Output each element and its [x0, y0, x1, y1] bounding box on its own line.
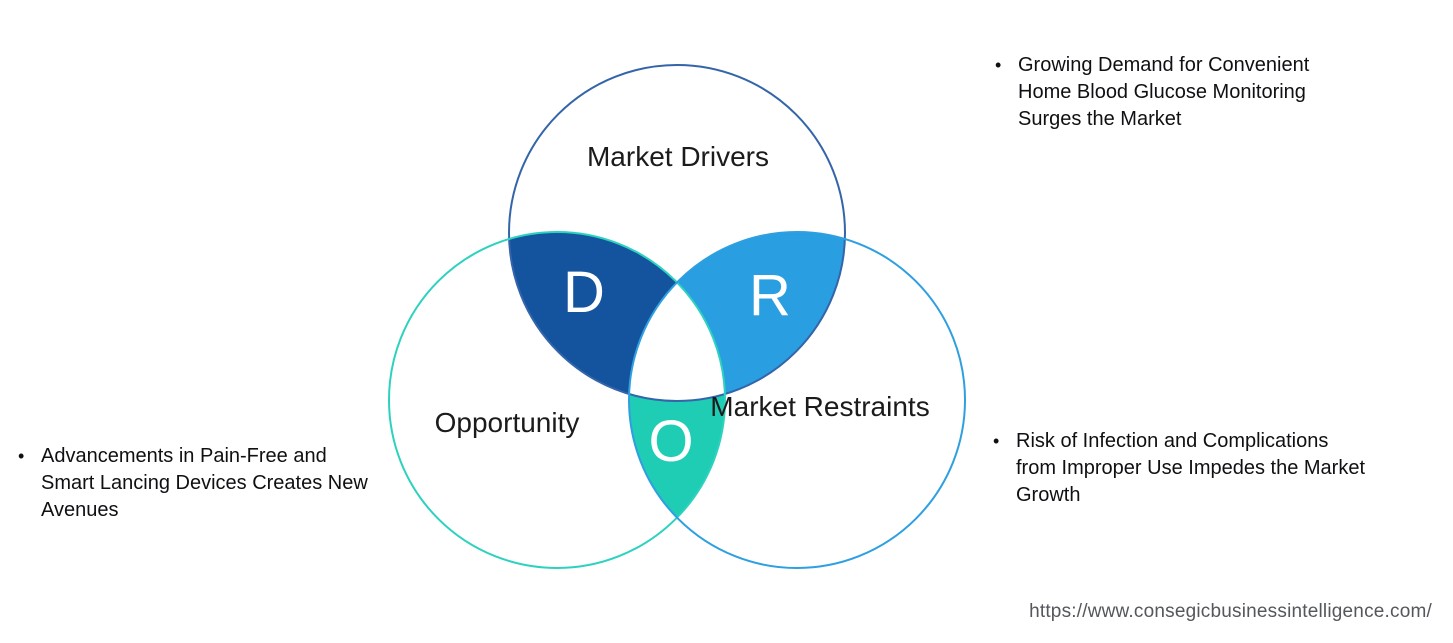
opportunity-bullet-item: Advancements in Pain-Free and Smart Lanc… [18, 443, 382, 524]
letter-r: R [749, 263, 791, 328]
drivers-circle-outline [508, 64, 846, 402]
restraint-bullet-text: Risk of Infection and Complications from… [1016, 430, 1366, 506]
driver-bullet-item: Growing Demand for Convenient Home Blood… [995, 52, 1352, 133]
opportunity-bullet-text: Advancements in Pain-Free and Smart Lanc… [41, 445, 368, 521]
driver-bullet-text: Growing Demand for Convenient Home Blood… [1018, 54, 1310, 130]
opportunity-circle-outline [388, 231, 726, 569]
label-market-restraints: Market Restraints [710, 391, 930, 422]
label-opportunity: Opportunity [434, 407, 580, 438]
bullet-icon [18, 443, 41, 470]
bullet-icon [993, 428, 1016, 455]
restraint-bullet-item: Risk of Infection and Complications from… [993, 428, 1368, 509]
restraints-circle-outline [628, 231, 966, 569]
letter-o: O [648, 409, 693, 474]
label-market-drivers: Market Drivers [586, 141, 769, 172]
letter-d: D [563, 260, 605, 325]
bullet-icon [995, 52, 1018, 79]
source-url: https://www.consegicbusinessintelligence… [1029, 601, 1432, 622]
